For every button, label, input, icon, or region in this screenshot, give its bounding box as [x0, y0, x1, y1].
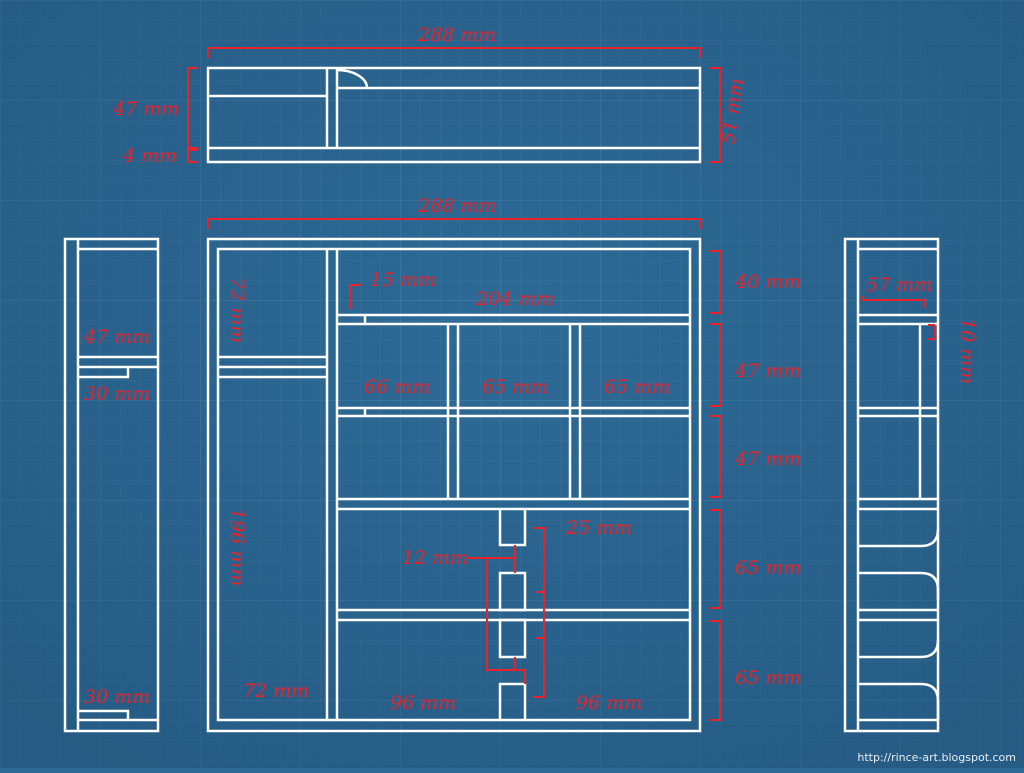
left-side-30b-label: 30 mm [84, 686, 150, 708]
bottom-left-label: 96 mm [390, 692, 456, 714]
row-4-label: 65 mm [735, 557, 801, 579]
slot-height-label: 25 mm [565, 517, 632, 539]
right-side-dimensions [862, 296, 936, 340]
top-view-dimensions [187, 47, 721, 163]
left-side-view [63, 237, 160, 733]
right-side-view [843, 237, 940, 733]
top-view [206, 66, 702, 164]
cell-a-label: 66 mm [364, 376, 430, 398]
left-side-47-label: 47 mm [83, 326, 150, 348]
left-col-side-label: 196 mm [226, 508, 248, 586]
front-width-label: 288 mm [417, 195, 496, 217]
top-shelf-label: 204 mm [475, 288, 554, 310]
bottom-right-label: 96 mm [576, 692, 642, 714]
right-side-57-label: 57 mm [866, 274, 932, 296]
row-3-label: 47 mm [734, 448, 801, 470]
left-side-30a-label: 30 mm [84, 383, 150, 405]
right-side-10-label: 10 mm [956, 318, 978, 384]
cell-c-label: 65 mm [604, 376, 670, 398]
cell-b-label: 65 mm [482, 376, 548, 398]
left-col-top-label: 72 mm [226, 277, 248, 343]
row-2-label: 47 mm [734, 360, 801, 382]
credit-url: http://rince-art.blogspot.com [857, 751, 1016, 764]
top-base-label: 4 mm [122, 145, 177, 167]
top-width-label: 288 mm [417, 24, 496, 46]
top-height-label: 47 mm [112, 98, 179, 120]
row-1-label: 40 mm [734, 271, 801, 293]
left-col-bottom-label: 72 mm [243, 680, 309, 702]
front-view-dimensions [207, 218, 721, 721]
front-view [206, 237, 702, 733]
slot-width-label: 12 mm [402, 547, 468, 569]
small-gap-label: 15 mm [370, 269, 436, 291]
row-5-label: 65 mm [735, 667, 801, 689]
